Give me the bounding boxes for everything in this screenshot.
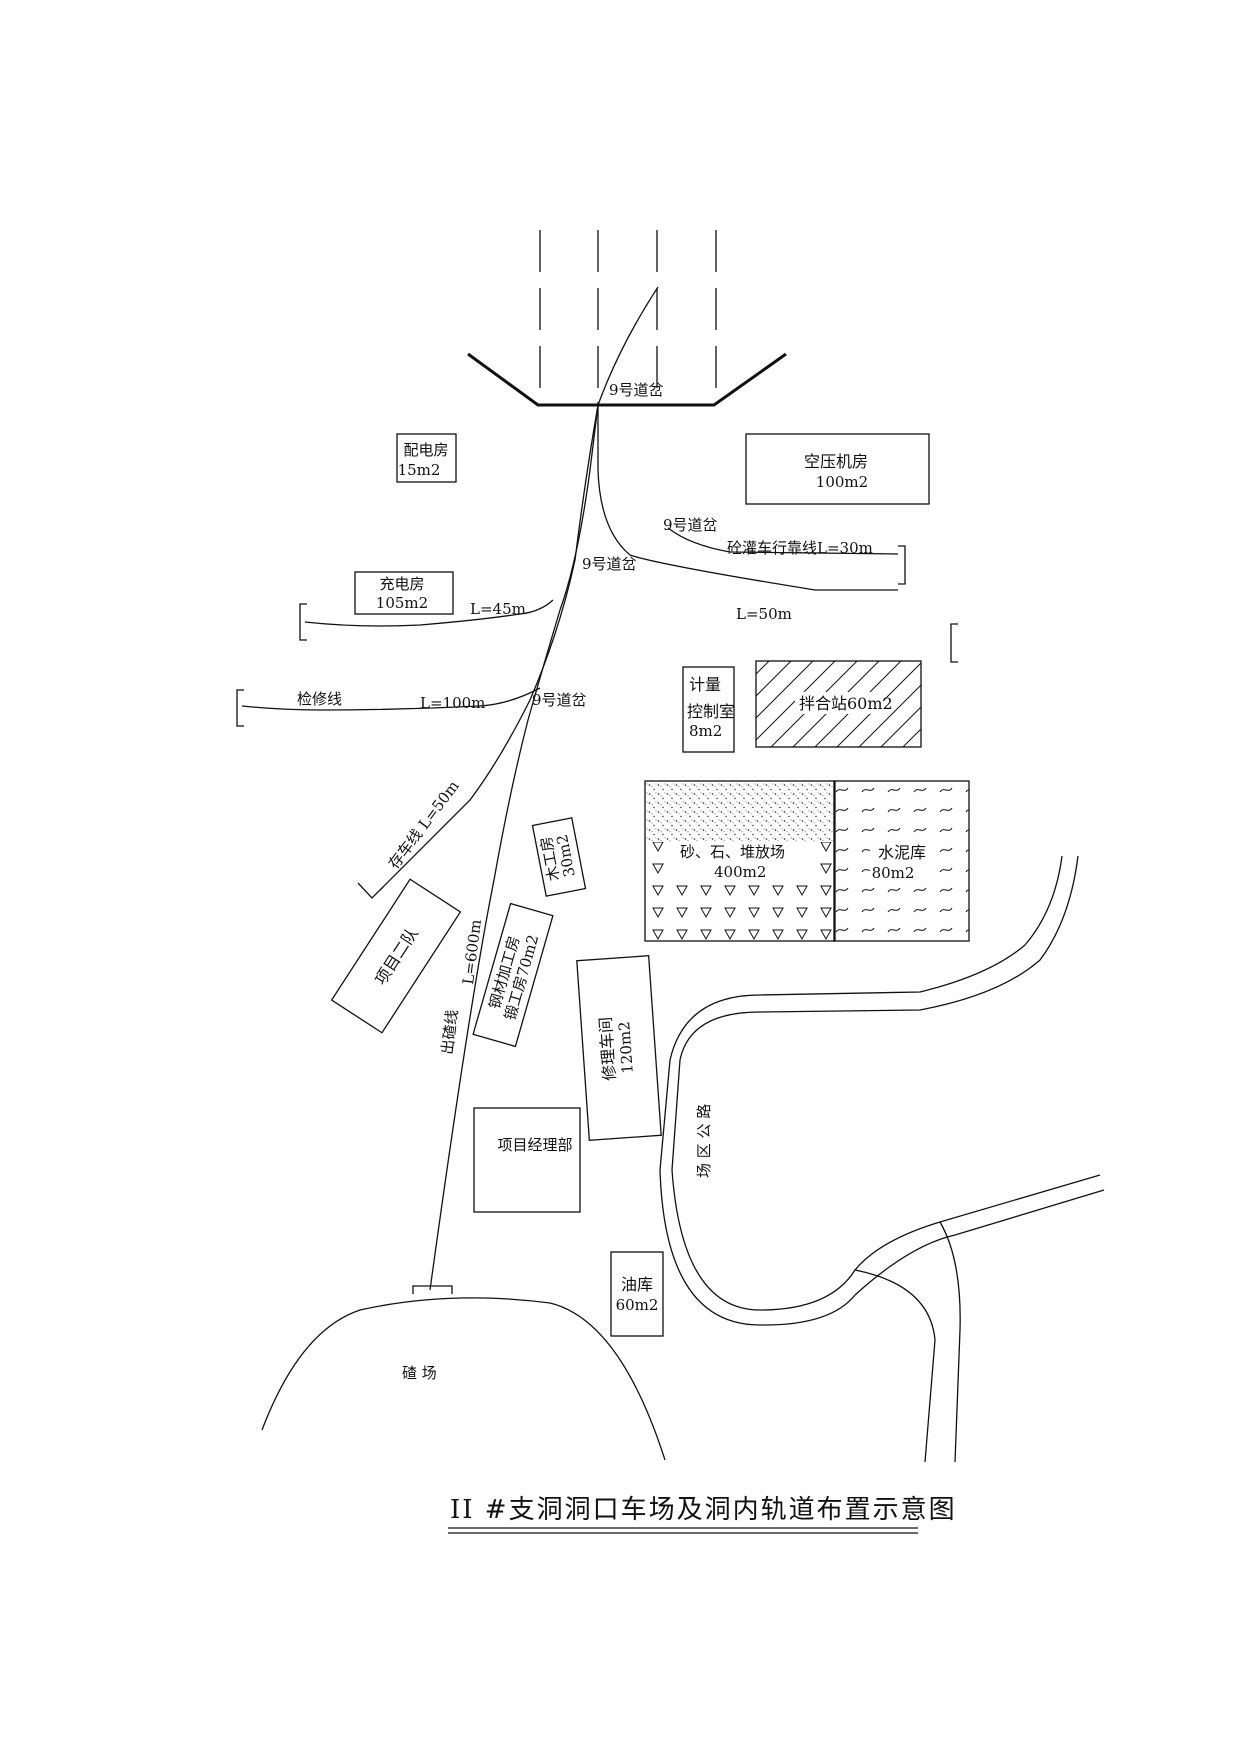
muck-line-label: 出碴线 bbox=[438, 1009, 461, 1056]
project-manager-office: 项目经理部 bbox=[473, 1107, 581, 1213]
repair-shop-name: 修理车间 bbox=[596, 1016, 619, 1081]
power-room-area: 15m2 bbox=[398, 461, 441, 479]
sand-stone-area: 400m2 bbox=[714, 863, 766, 881]
sand-stone-yard: 砂、石、堆放场 400m2 bbox=[644, 780, 836, 942]
sand-stone-name: 砂、石、堆放场 bbox=[680, 843, 785, 861]
metering-line1: 计量 bbox=[689, 675, 721, 694]
site-road bbox=[659, 855, 1105, 1463]
compressor-room: 空压机房 100m2 bbox=[745, 433, 930, 505]
storage-line-label: 存车线 L=50m bbox=[385, 777, 463, 872]
manager-name: 项目经理部 bbox=[497, 1136, 572, 1154]
turnout-label-right: 9号道岔 bbox=[663, 516, 718, 534]
oil-area: 60m2 bbox=[616, 1296, 659, 1314]
l50-right-label: L=50m bbox=[736, 605, 792, 623]
metering-area: 8m2 bbox=[689, 722, 722, 740]
carpentry-room: 木工房 30m2 bbox=[531, 817, 587, 897]
oil-depot: 油库 60m2 bbox=[610, 1251, 664, 1337]
power-room: 配电房 15m2 bbox=[396, 433, 457, 483]
l100-label: L=100m bbox=[420, 694, 485, 712]
cement-name: 水泥库 bbox=[878, 843, 926, 862]
l45-label: L=45m bbox=[470, 600, 526, 618]
charging-room-area: 105m2 bbox=[376, 594, 428, 612]
turnout-label-mid: 9号道岔 bbox=[582, 555, 637, 573]
mixing-station: 拌合站60m2 bbox=[755, 660, 922, 748]
railway-tracks bbox=[236, 286, 958, 1294]
metering-line2: 控制室 bbox=[687, 702, 735, 721]
muck-yard-boundary bbox=[261, 1297, 666, 1461]
steel-processing-room: 钢材加工房 锻工房70m2 bbox=[472, 902, 554, 1048]
diagram-title: II #支洞洞口车场及洞内轨道布置示意图 bbox=[448, 1495, 957, 1534]
mixing-station-name: 拌合站60m2 bbox=[799, 694, 893, 713]
turnout-label-top: 9号道岔 bbox=[609, 381, 664, 399]
repair-workshop: 修理车间 120m2 bbox=[576, 955, 662, 1141]
compressor-room-area: 100m2 bbox=[816, 473, 868, 491]
repair-shop-area: 120m2 bbox=[615, 1021, 637, 1075]
compressor-room-name: 空压机房 bbox=[804, 452, 868, 471]
project-team-2: 项目二队 bbox=[330, 878, 462, 1034]
cement-warehouse: 水泥库 80m2 bbox=[833, 780, 970, 942]
power-room-name: 配电房 bbox=[403, 441, 448, 459]
repair-line-label: 检修线 bbox=[297, 690, 342, 708]
oil-name: 油库 bbox=[621, 1275, 653, 1294]
turnout-label-low: 9号道岔 bbox=[532, 691, 587, 709]
muck-yard-label: 碴 场 bbox=[402, 1364, 437, 1382]
title-text: II #支洞洞口车场及洞内轨道布置示意图 bbox=[450, 1495, 957, 1525]
charging-room-name: 充电房 bbox=[379, 575, 424, 593]
tunnel-portal bbox=[467, 230, 787, 407]
concrete-line-label: 砼灌车行靠线L=30m bbox=[727, 539, 873, 557]
cement-area: 80m2 bbox=[872, 864, 915, 882]
metering-control-room: 计量 控制室 8m2 bbox=[682, 666, 735, 753]
charging-room: 充电房 105m2 bbox=[354, 571, 454, 615]
road-label: 场 区 公 路 bbox=[695, 1104, 713, 1178]
l600-label: L=600m bbox=[459, 918, 485, 985]
